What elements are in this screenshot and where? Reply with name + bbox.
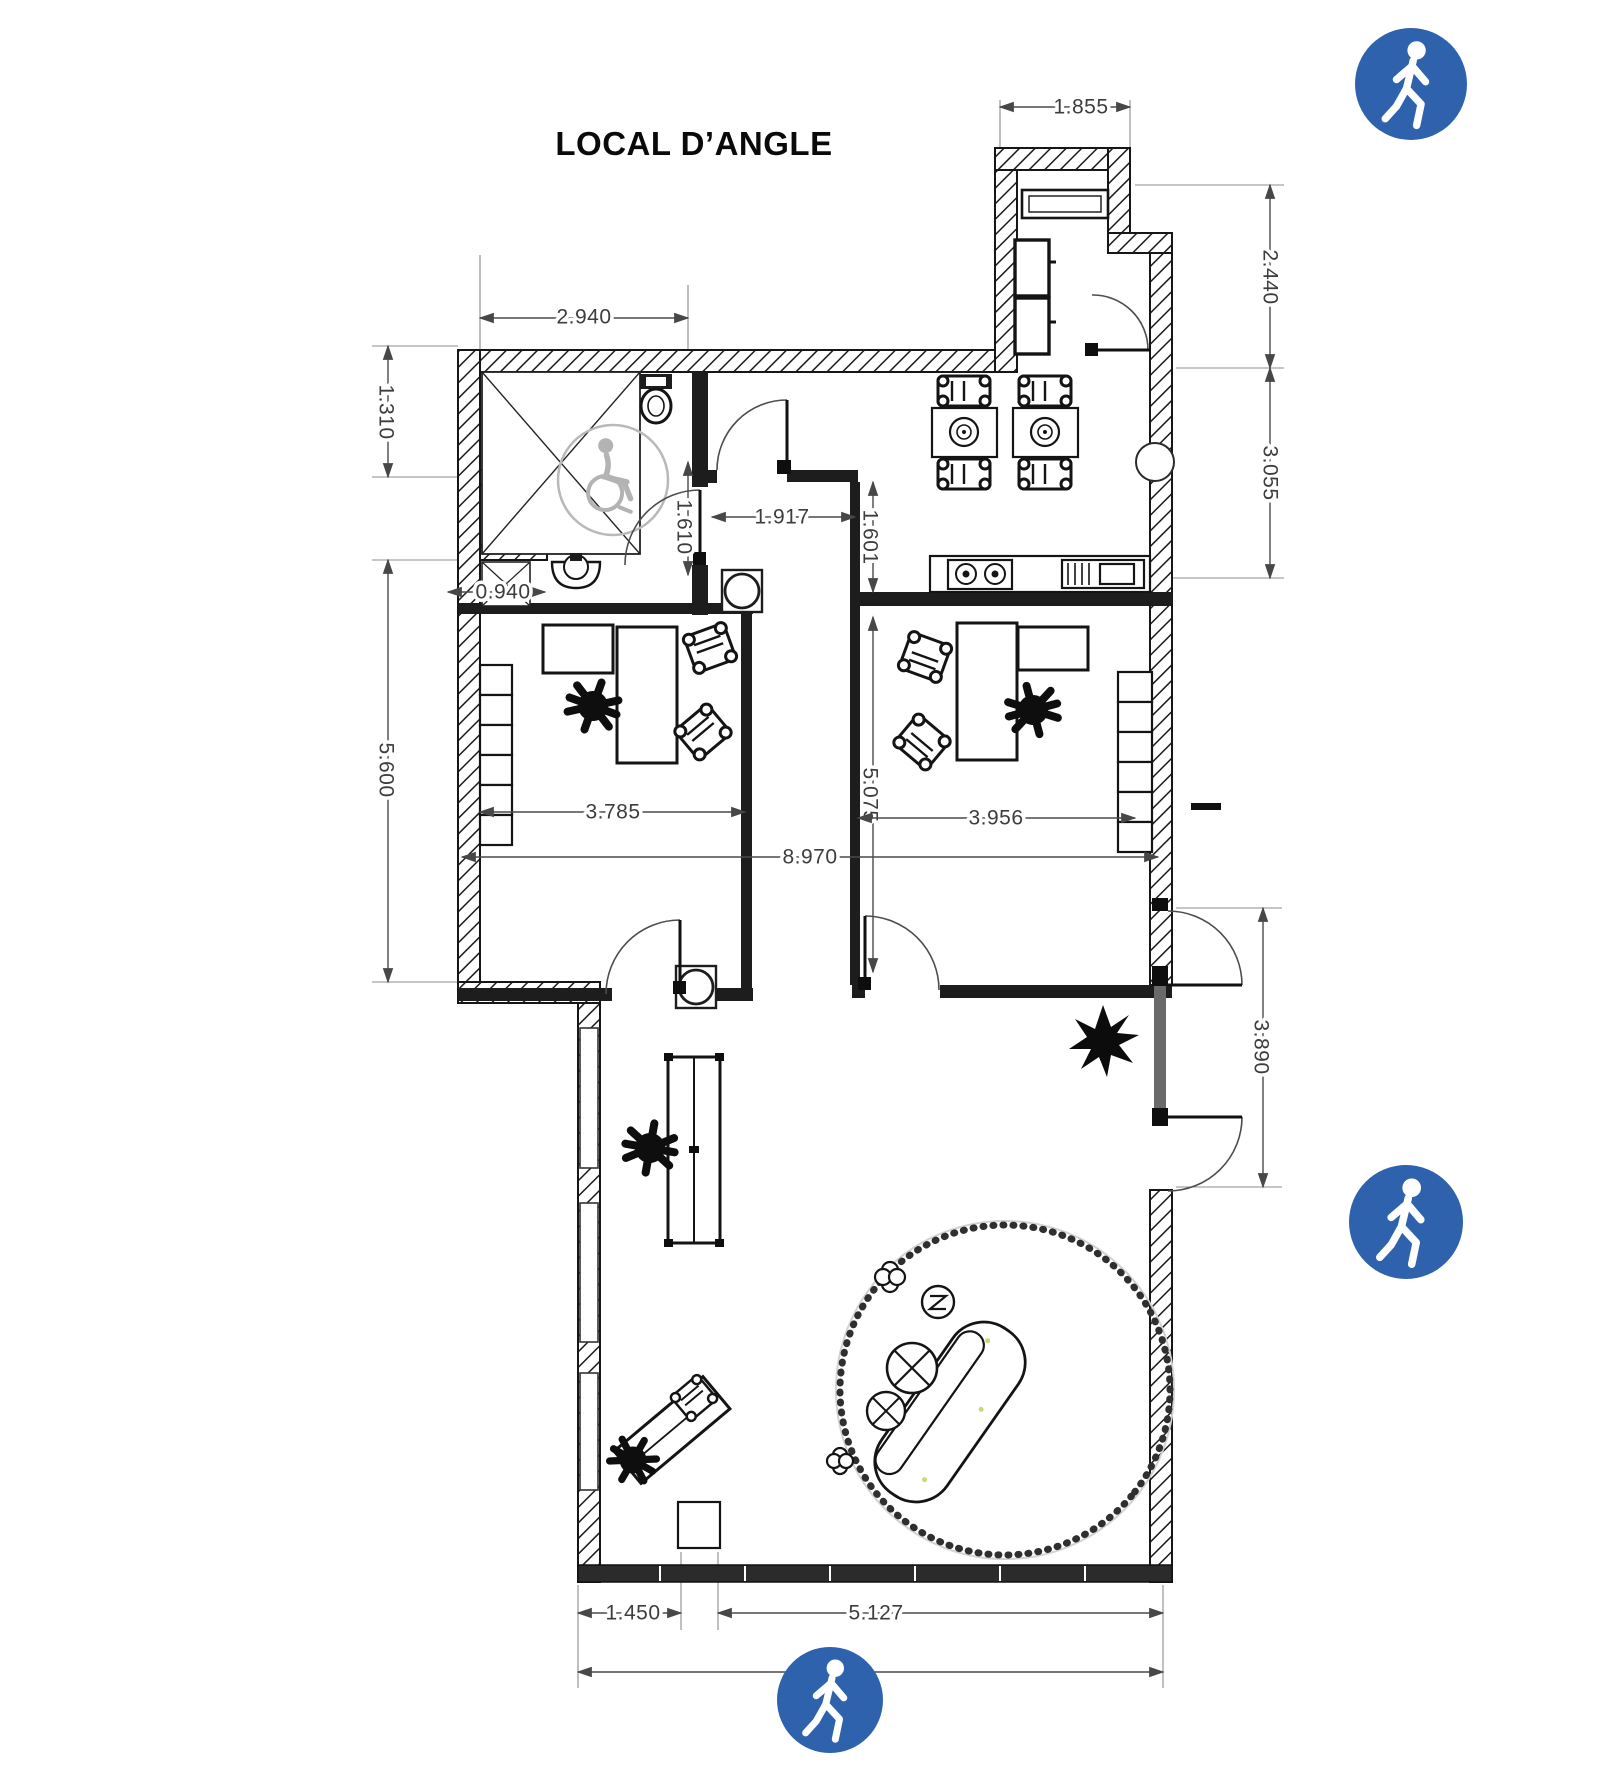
doors — [605, 294, 1243, 1192]
door-hinge — [777, 460, 791, 474]
visitor-chair — [895, 628, 955, 686]
shelving-unit — [478, 663, 514, 847]
dim-right-office-height: 5.075 — [859, 767, 882, 822]
desk — [955, 621, 1019, 762]
dimensions: 1.855 2.440 3.055 2.940 1.310 5.600 0.94… — [371, 92, 1285, 1678]
kitchen-counter — [928, 554, 1152, 594]
dim-top-left-width: 2.940 — [556, 306, 611, 329]
glazed-door-section — [1154, 985, 1166, 1117]
dim-storefront-left: 1.450 — [605, 1602, 660, 1625]
shelving-unit — [1116, 670, 1154, 854]
dim-hall-width: 1.917 — [754, 506, 809, 529]
side-table-z — [920, 1284, 956, 1320]
door-hinge — [1152, 966, 1168, 986]
vestibule-closet — [1013, 238, 1056, 356]
side-table-clover-small — [825, 1446, 855, 1476]
dim-right-mid: 3.055 — [1259, 445, 1282, 500]
wall-column — [1135, 442, 1175, 482]
dim-left-upper-height: 1.310 — [375, 384, 398, 439]
door-hinge — [1152, 1108, 1168, 1126]
wheelchair-accessible-zone — [556, 423, 670, 537]
desk-return — [1016, 625, 1090, 672]
visitor-chair — [680, 619, 740, 677]
pedestrian-icon-top-right — [1355, 28, 1467, 140]
pedestrian-icon-bottom — [777, 1647, 883, 1753]
break-table-left — [930, 374, 999, 491]
visitor-chair — [890, 710, 954, 774]
dim-kitchen-right-height: 1.601 — [859, 509, 882, 564]
dim-wc-door-height: 1.610 — [673, 499, 696, 554]
desk-return — [541, 623, 615, 675]
desk — [615, 625, 679, 765]
door-frame — [1152, 898, 1168, 911]
display-pedestal — [676, 1500, 722, 1550]
toilet — [639, 374, 673, 425]
dim-right-office-width: 3.956 — [968, 807, 1023, 830]
dim-overall-width: 8.970 — [782, 846, 837, 869]
dim-right-doors-height: 3.890 — [1250, 1019, 1273, 1074]
dash-mark — [1191, 803, 1221, 810]
side-table-cross-large — [885, 1341, 939, 1395]
visitor-chair — [671, 700, 735, 764]
side-table-clover — [873, 1260, 907, 1294]
kitchen-sink — [1060, 558, 1146, 590]
dim-vestibule-width: 1.855 — [1053, 96, 1108, 119]
dim-storefront-right: 5.127 — [848, 1602, 903, 1625]
pedestrian-icon-middle-right — [1349, 1165, 1463, 1279]
side-table-cross-small — [865, 1390, 907, 1432]
vestibule-shelf — [1020, 188, 1110, 220]
window-strips — [579, 1027, 599, 1491]
left-office — [478, 619, 740, 847]
dim-right-upper: 2.440 — [1259, 249, 1282, 304]
dim-left-office-width: 3.785 — [585, 801, 640, 824]
showroom — [602, 1005, 1175, 1560]
page-title: LOCAL D’ANGLE — [555, 125, 832, 162]
break-table-right — [1011, 374, 1080, 491]
door-hinge — [858, 977, 871, 990]
corridor-column-top — [720, 568, 764, 614]
chaise-longue — [873, 1320, 1027, 1504]
storefront-wall — [577, 1564, 1173, 1583]
plant — [1069, 1005, 1139, 1077]
door-hinge — [1085, 343, 1098, 356]
door-hinge — [673, 981, 686, 994]
dim-shaft-width: 0.940 — [475, 581, 530, 604]
dim-left-height: 5.600 — [375, 742, 398, 797]
door-hinge — [693, 552, 706, 565]
technical-shaft-small — [481, 561, 531, 607]
washbasin — [550, 553, 602, 590]
office-chair — [561, 674, 625, 738]
